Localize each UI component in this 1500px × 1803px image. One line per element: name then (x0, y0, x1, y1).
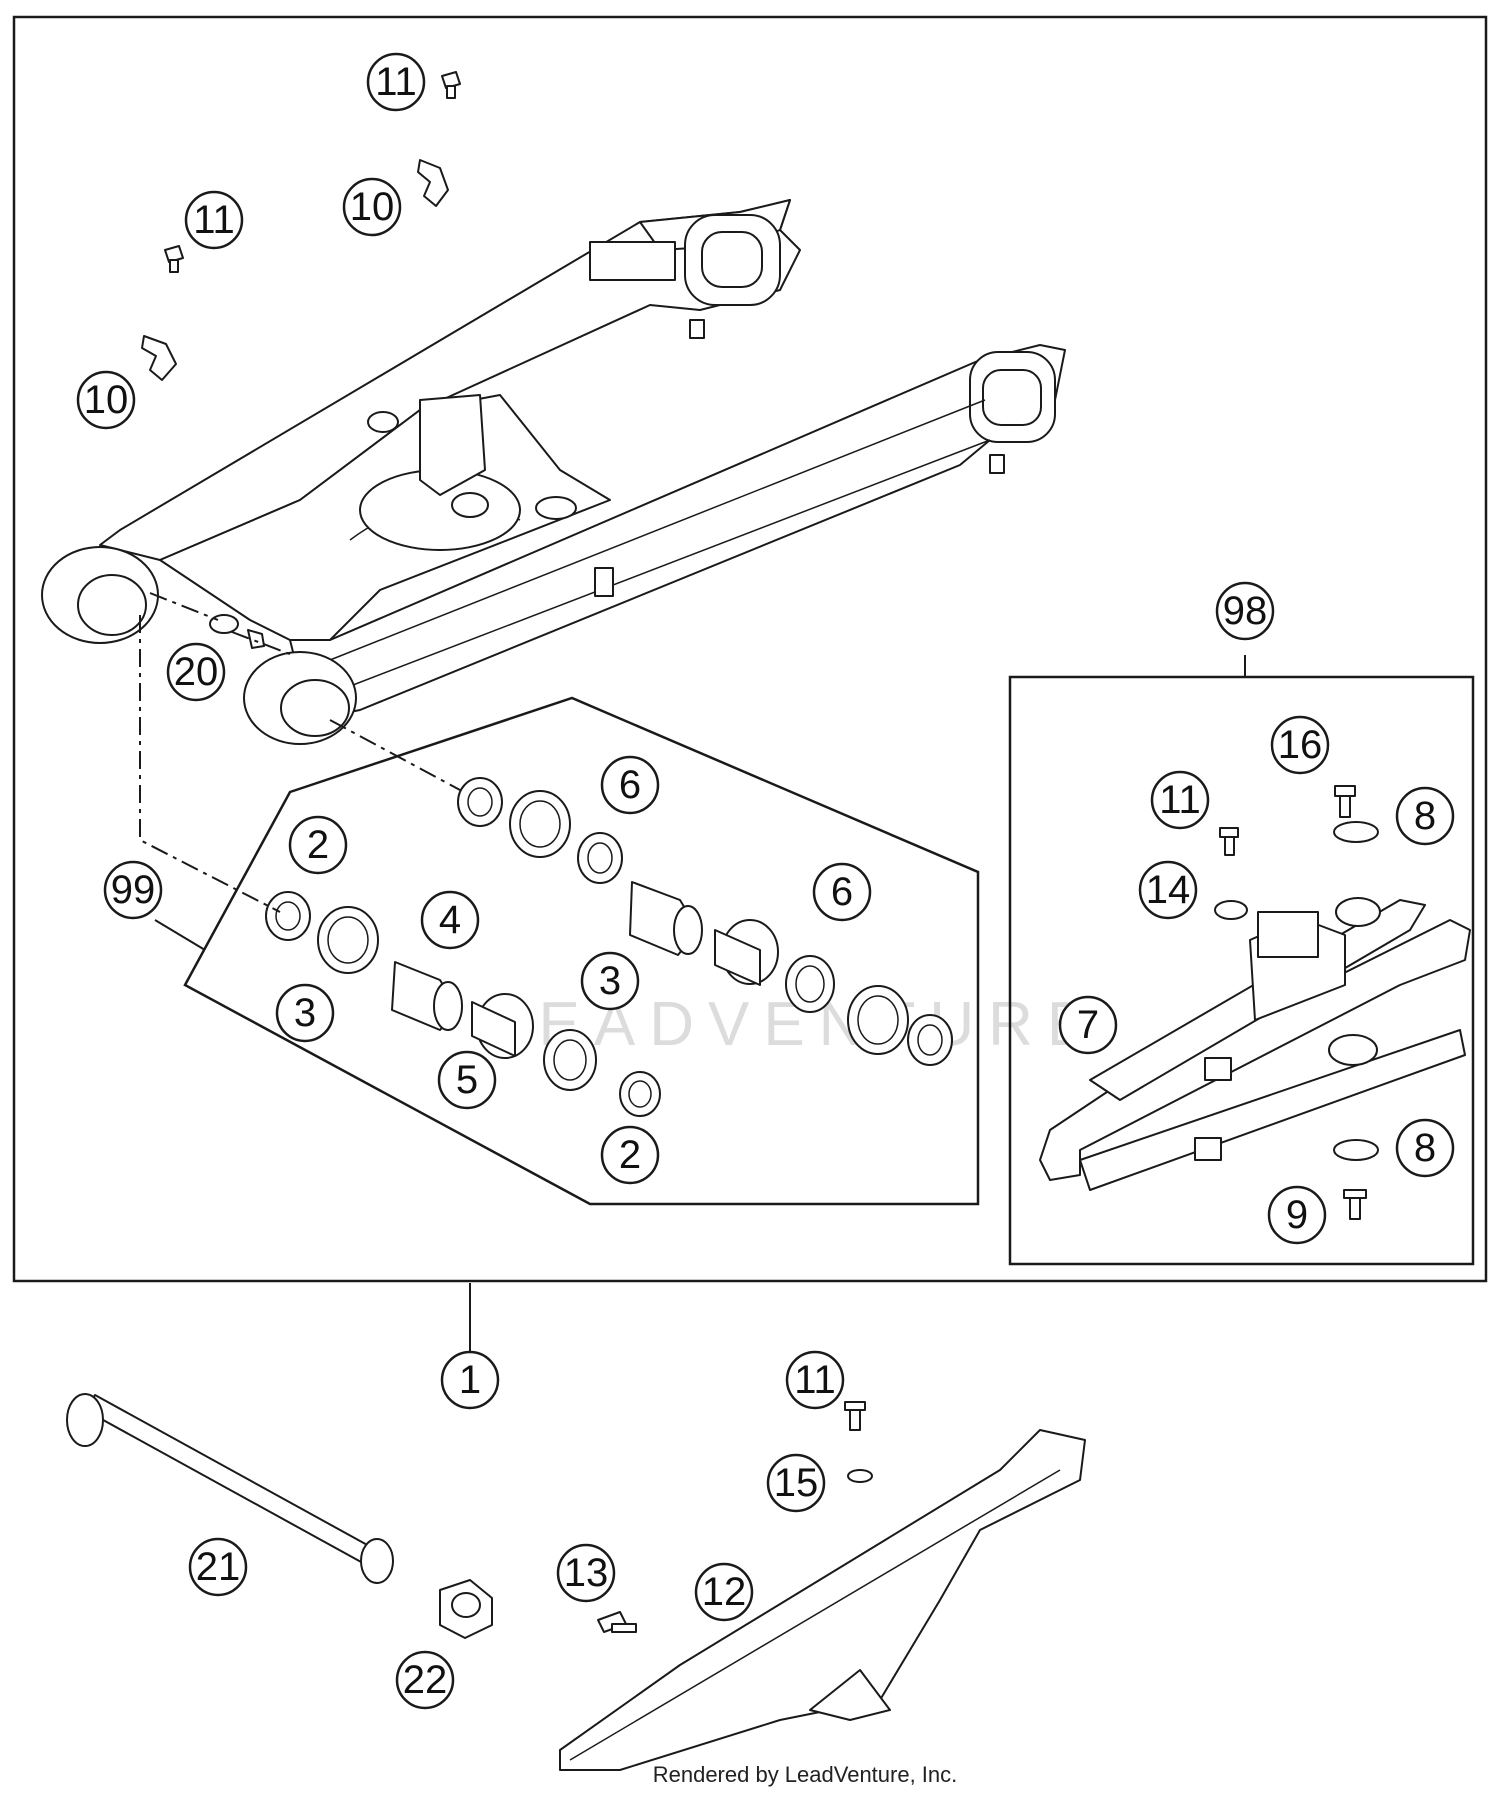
callout-2-upper: 2 (288, 815, 348, 875)
callout-15: 15 (766, 1453, 826, 1513)
callout-11-kit: 11 (1150, 770, 1210, 830)
bearing-kit-frame (183, 696, 980, 1206)
svg-text:6: 6 (619, 763, 641, 807)
svg-text:11: 11 (375, 60, 417, 104)
callout-11-bottom: 11 (785, 1350, 845, 1410)
svg-text:2: 2 (307, 823, 329, 867)
svg-text:9: 9 (1286, 1193, 1308, 1237)
callout-11-top: 11 (366, 52, 426, 112)
svg-text:20: 20 (174, 650, 219, 694)
chain-slider-parts (1039, 785, 1471, 1220)
callout-21: 21 (188, 1537, 248, 1597)
callout-98: 98 (1215, 581, 1275, 641)
callout-2-lower: 2 (600, 1125, 660, 1185)
svg-text:11: 11 (1159, 778, 1201, 822)
svg-text:10: 10 (350, 185, 395, 229)
swingarm (41, 199, 1066, 745)
svg-text:2: 2 (619, 1133, 641, 1177)
lower-parts (66, 1393, 1086, 1771)
svg-text:10: 10 (84, 378, 129, 422)
svg-text:8: 8 (1414, 1126, 1436, 1170)
rendered-by-credit: Rendered by LeadVenture, Inc. (653, 1762, 958, 1787)
callout-11-left: 11 (184, 190, 244, 250)
callout-6-upper: 6 (600, 755, 660, 815)
svg-text:8: 8 (1414, 794, 1436, 838)
svg-text:12: 12 (702, 1570, 747, 1614)
chain-slider-kit-frame (1008, 675, 1475, 1266)
bearing-kit-parts (265, 777, 953, 1117)
callout-10-left: 10 (76, 370, 136, 430)
main-assembly-frame (12, 15, 1488, 1283)
svg-text:5: 5 (456, 1058, 478, 1102)
callout-14: 14 (1138, 860, 1198, 920)
svg-text:3: 3 (294, 991, 316, 1035)
callout-5: 5 (437, 1050, 497, 1110)
svg-text:16: 16 (1278, 723, 1323, 767)
svg-text:3: 3 (599, 959, 621, 1003)
svg-text:13: 13 (564, 1551, 609, 1595)
callout-7: 7 (1058, 995, 1118, 1055)
svg-text:11: 11 (193, 198, 235, 242)
svg-text:6: 6 (831, 870, 853, 914)
svg-text:15: 15 (774, 1461, 819, 1505)
svg-text:7: 7 (1077, 1003, 1099, 1047)
svg-text:1: 1 (459, 1358, 481, 1402)
callout-8-upper: 8 (1395, 786, 1455, 846)
callout-3-right: 3 (580, 951, 640, 1011)
callout-10-top: 10 (342, 177, 402, 237)
svg-text:14: 14 (1146, 868, 1191, 912)
callout-4: 4 (420, 890, 480, 950)
svg-text:22: 22 (403, 1658, 448, 1702)
callout-8-lower: 8 (1395, 1118, 1455, 1178)
callout-22: 22 (395, 1650, 455, 1710)
svg-text:99: 99 (111, 868, 156, 912)
callout-16: 16 (1270, 715, 1330, 775)
callout-12: 12 (694, 1562, 754, 1622)
callout-1: 1 (440, 1350, 500, 1410)
svg-text:98: 98 (1223, 589, 1268, 633)
callout-20: 20 (166, 642, 226, 702)
svg-text:4: 4 (439, 898, 461, 942)
callout-6-lower: 6 (812, 862, 872, 922)
svg-text:11: 11 (794, 1358, 836, 1402)
svg-text:21: 21 (196, 1545, 241, 1589)
callout-99: 99 (103, 860, 163, 920)
callout-9: 9 (1267, 1185, 1327, 1245)
callout-3-left: 3 (275, 983, 335, 1043)
callout-13: 13 (556, 1543, 616, 1603)
